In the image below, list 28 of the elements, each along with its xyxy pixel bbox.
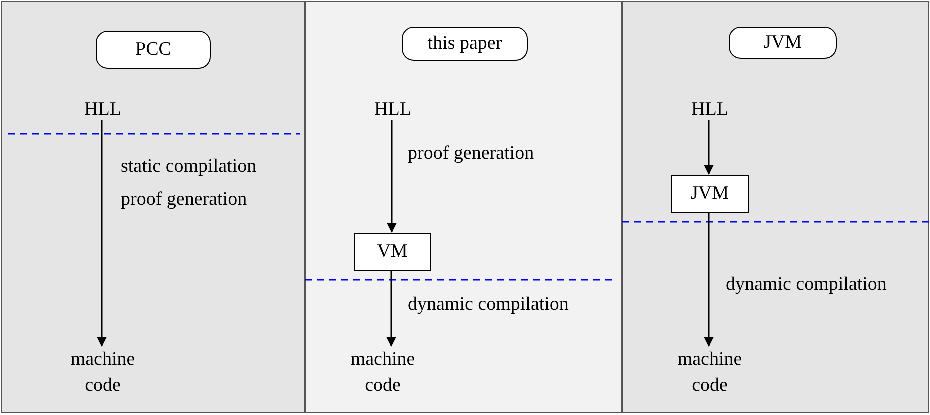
header-box <box>402 27 528 61</box>
box-label: PCC <box>136 38 172 62</box>
panel-background <box>305 1 622 413</box>
flow-label: machine code <box>350 348 416 398</box>
arrow <box>97 120 107 347</box>
process-box <box>671 175 749 213</box>
edge-label: dynamic compilation <box>408 293 570 317</box>
arrow <box>386 270 396 347</box>
arrow <box>387 120 397 233</box>
edge-label: dynamic compilation <box>726 273 888 297</box>
edge-label: proof generation <box>408 142 536 166</box>
box-label: this paper <box>428 32 502 56</box>
box-label: JVM <box>690 182 729 206</box>
panel-background <box>622 1 929 413</box>
arrow <box>704 212 714 347</box>
arrow <box>704 120 714 175</box>
process-box <box>354 233 431 271</box>
edge-label: static compilation proof generation <box>121 155 258 212</box>
box-label: VM <box>377 240 408 264</box>
flow-label: machine code <box>70 348 136 398</box>
flow-label: machine code <box>676 348 744 398</box>
panel-background <box>1 1 305 413</box>
flow-label: HLL <box>692 98 728 122</box>
flow-label: HLL <box>374 98 412 122</box>
box-label: JVM <box>764 31 802 55</box>
header-box <box>96 31 211 69</box>
header-box <box>729 27 837 59</box>
flow-label: HLL <box>84 98 122 122</box>
